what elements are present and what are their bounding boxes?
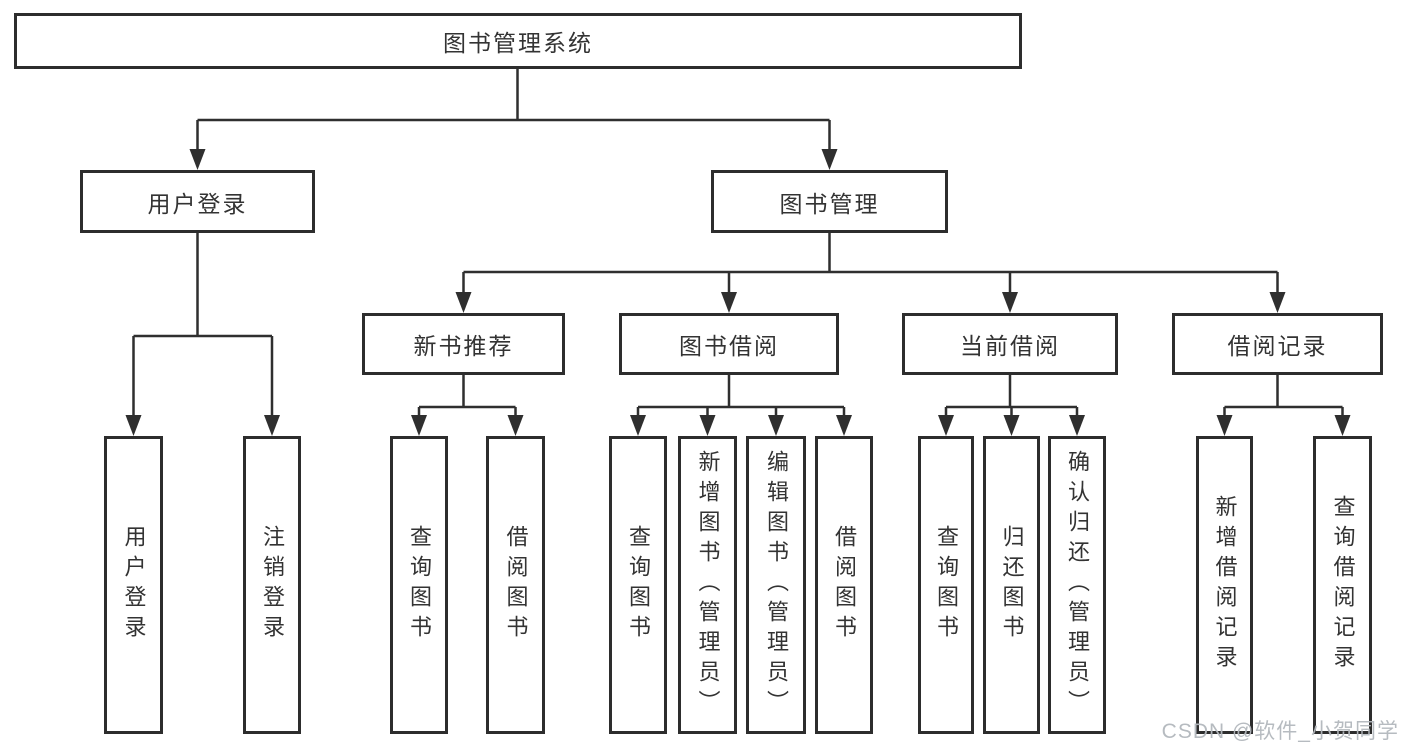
leaf-logout: 注销登录 [243,436,301,734]
arrowhead-icons [125,149,1351,436]
leaf-query-borrow-record: 查询借阅记录 [1313,436,1372,734]
leaf-user-login: 用户登录 [104,436,163,734]
node-current-borrowing: 当前借阅 [902,313,1118,375]
node-borrowing-records: 借阅记录 [1172,313,1383,375]
leaf-confirm-return-admin: 确认归还（管理员） [1048,436,1106,734]
csdn-watermark: CSDN @软件_小贺同学 [1161,720,1399,743]
node-new-book-recommendation: 新书推荐 [362,313,565,375]
leaf-borrow-books: 借阅图书 [815,436,873,734]
leaf-add-books-admin: 新增图书（管理员） [678,436,737,734]
leaf-query-books-current: 查询图书 [918,436,974,734]
leaf-return-books: 归还图书 [983,436,1040,734]
leaf-add-borrow-record: 新增借阅记录 [1196,436,1253,734]
node-book-management: 图书管理 [711,170,948,233]
leaf-query-books-recommendation: 查询图书 [390,436,448,734]
leaf-borrow-books-recommendation: 借阅图书 [486,436,545,734]
leaf-query-books-borrowing: 查询图书 [609,436,667,734]
node-root-library-management-system: 图书管理系统 [14,13,1022,69]
node-user-login: 用户登录 [80,170,315,233]
node-book-borrowing: 图书借阅 [619,313,839,375]
leaf-edit-books-admin: 编辑图书（管理员） [746,436,806,734]
